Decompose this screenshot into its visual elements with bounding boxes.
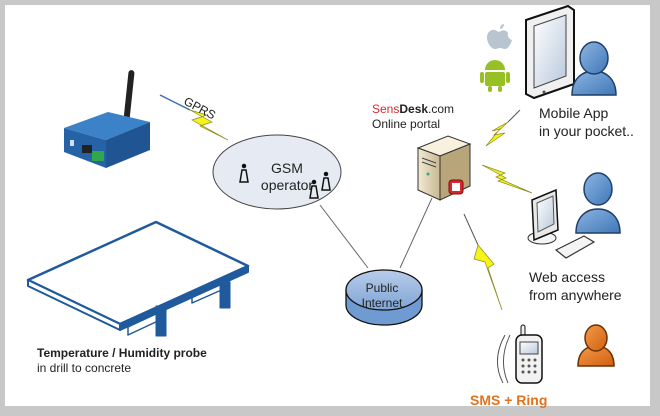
mobile-phone-icon [515,324,543,384]
keyboard-icon [554,235,596,259]
sms-ring-label: SMS + Ring [470,392,548,408]
ring-waves-icon [497,334,511,384]
probe-subtitle: in drill to concrete [37,361,132,375]
user-icon-sms [577,324,615,367]
user-icon-mobile [571,41,617,96]
gsm-tower-icon [239,163,331,199]
brand-desk: Desk [399,102,429,116]
gsm-operator-label: GSM operator [252,160,322,194]
bolt-web-icon [481,164,533,194]
mobile-line1: Mobile App [539,105,609,121]
apple-logo-icon [487,24,512,49]
probe-title: Temperature / Humidity probe [37,346,207,360]
mobile-app-label: Mobile App in your pocket.. [539,104,634,140]
web-line1: Web access [529,269,605,285]
portal-brand[interactable]: SensDesk.com [372,102,454,117]
web-access-label: Web access from anywhere [529,268,622,304]
bolt-sms-icon [463,213,503,311]
web-line2: from anywhere [529,287,622,303]
wireless-device-icon [64,70,150,168]
internet-line1: Public [365,281,399,295]
portal-label: SensDesk.com Online portal [372,102,454,132]
gprs-bolt-icon [159,94,229,141]
user-icon-web [575,172,621,234]
brand-sens: Sens [372,102,400,116]
server-icon [416,135,472,201]
link-gsm-internet [319,204,369,269]
android-logo-icon [480,60,510,92]
mobile-line2: in your pocket.. [539,123,634,139]
link-internet-server [399,197,433,269]
gsm-line1: GSM [271,160,303,176]
bolt-mobile-icon [485,109,521,147]
tablet-icon [525,4,575,100]
internet-line2: Internet [361,296,403,310]
connection-lines [319,197,433,269]
internet-label: Public Internet [360,281,404,311]
portal-subtitle: Online portal [372,117,441,131]
gsm-operator-node [212,134,342,210]
desktop-computer-icon [527,188,559,245]
concrete-slab-icon [26,220,250,337]
public-internet-node [345,269,423,326]
brand-suffix: .com [428,102,455,116]
gsm-line2: operator [260,177,314,193]
